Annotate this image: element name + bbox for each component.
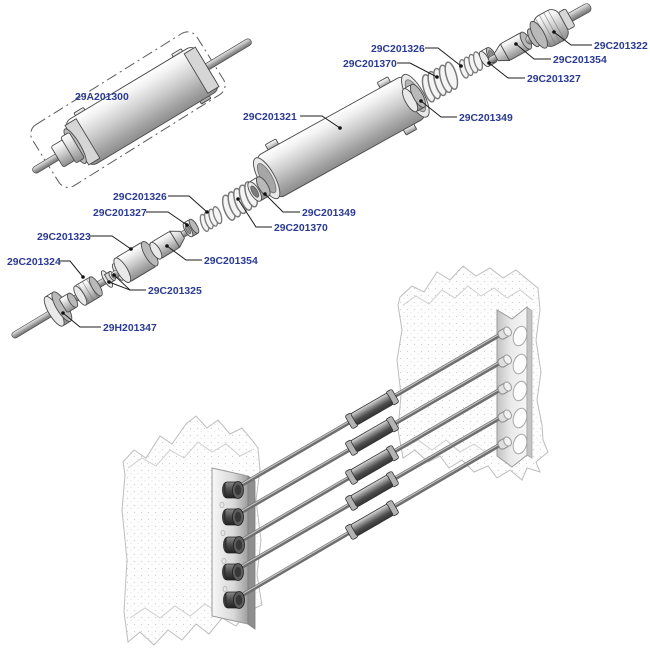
part-anchor-washer (43, 291, 79, 327)
callout-cup-washer-upper: 29C201327 (527, 74, 581, 85)
callout-small-spring-upper: 29C201326 (371, 44, 425, 55)
part-swivel-fitting (525, 3, 592, 49)
part-large-spring-upper (421, 61, 459, 103)
inline-dampers (345, 389, 399, 540)
callouts: 29A201300 29C201321 29C201370 29C201326 … (7, 41, 648, 334)
callout-swivel-fitting: 29C201322 (594, 41, 648, 52)
wall-anchors (222, 481, 245, 609)
part-knurled-nut (73, 276, 103, 306)
callout-knurled-nut: 29C201324 (7, 257, 61, 268)
callout-small-spring-lower: 29C201326 (113, 192, 167, 203)
callout-anchor-washer: 29H201347 (103, 323, 157, 334)
callout-end-plug-upper: 29C201349 (459, 113, 513, 124)
part-small-spring-upper (458, 51, 484, 79)
callout-cup-washer-lower: 29C201327 (93, 208, 147, 219)
part-complete-damper-assembly (32, 38, 252, 174)
leader-lines (59, 30, 592, 328)
callout-large-spring-upper: 29C201370 (343, 59, 397, 70)
callout-large-spring-lower: 29C201370 (274, 223, 328, 234)
callout-rod-end-lower: 29C201354 (204, 256, 258, 267)
callout-tube-upper: 29C201321 (243, 112, 297, 123)
callout-guide-ring: 29C201349 (302, 208, 356, 219)
callout-sleeve: 29C201323 (37, 232, 91, 243)
callout-assembly: 29A201300 (75, 92, 129, 103)
callout-flanged-bushings: 29C201325 (148, 286, 202, 297)
callout-rod-end-upper: 29C201354 (553, 55, 607, 66)
part-small-spring-lower (199, 206, 223, 232)
part-rod-end-lower (149, 226, 194, 260)
part-sleeve (110, 241, 162, 283)
rod-caps (497, 326, 512, 450)
slab-holes (512, 325, 528, 455)
installation-illustration (121, 265, 549, 646)
